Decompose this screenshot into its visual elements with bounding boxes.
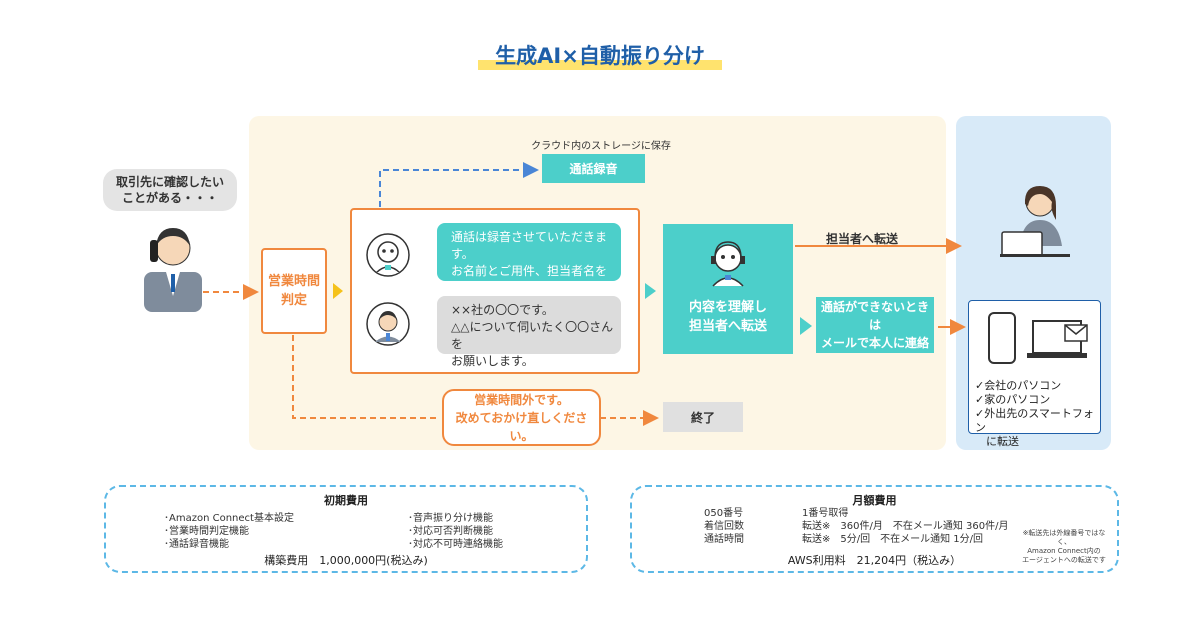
caller-speech-bubble: 取引先に確認したい ことがある・・・ <box>103 169 237 211</box>
list-item: ･対応不可時連絡機能 <box>408 539 503 550</box>
page-title: 生成AI×自動振り分け <box>495 44 705 68</box>
row-label: 050番号 <box>704 508 744 519</box>
transfer-label: 担当者へ転送 <box>826 232 899 246</box>
devices-box: ✓会社のパソコン ✓家のパソコン ✓外出先のスマートフォン に転送 <box>968 300 1101 448</box>
monthly-cost-labels: 050番号 着信回数 通話時間 <box>704 507 744 546</box>
monthly-cost-heading: 月額費用 <box>852 494 897 507</box>
row-value: 転送※ 5分/回 不在メール通知 1分/回 <box>802 534 984 545</box>
triangle-teal-2 <box>800 317 812 335</box>
robot-headset-icon <box>711 241 745 287</box>
staff-member-icon <box>1000 186 1070 257</box>
business-hours-check: 営業時間 判定 <box>261 248 327 334</box>
monthly-cost-box: 月額費用 050番号 着信回数 通話時間 1番号取得 転送※ 360件/月 不在… <box>630 485 1119 573</box>
ai-transfer-label: 内容を理解し 担当者へ転送 <box>688 300 767 334</box>
list-item: ･対応可否判断機能 <box>408 526 493 537</box>
row-label: 着信回数 <box>704 521 744 532</box>
ai-robot-avatar-icon <box>366 233 410 277</box>
monthly-cost-values: 1番号取得 転送※ 360件/月 不在メール通知 360件/月 転送※ 5分/回… <box>802 507 1008 546</box>
to-recording-arrow <box>379 162 539 207</box>
initial-cost-right-list: ･音声振り分け機能 ･対応可否判断機能 ･対応不可時連絡機能 <box>408 512 503 551</box>
destination-company-pc: ✓会社のパソコン <box>975 379 1062 392</box>
after-hours-line <box>292 335 438 419</box>
caller-avatar-icon <box>366 302 410 346</box>
storage-label: クラウド内のストレージに保存 <box>531 141 671 152</box>
row-label: 通話時間 <box>704 534 744 545</box>
end-box: 終了 <box>663 402 743 432</box>
title-highlight <box>478 60 722 70</box>
destination-home-pc: ✓家のパソコン <box>975 393 1051 406</box>
initial-cost-box: 初期費用 ･Amazon Connect基本設定 ･営業時間判定機能 ･通話録音… <box>104 485 588 573</box>
destination-smartphone: ✓外出先のスマートフォン に転送 <box>975 407 1094 448</box>
list-item: ･音声振り分け機能 <box>408 513 493 524</box>
transfer-note: ※転送先は外線番号ではなく、 Amazon Connect内の エージェントへの… <box>1022 529 1106 564</box>
row-value: 転送※ 360件/月 不在メール通知 360件/月 <box>802 521 1009 532</box>
triangle-yellow <box>333 283 343 299</box>
ai-greeting-bubble: 通話は録音させていただきます。 お名前とご用件、担当者名を お話ください。 <box>437 223 621 295</box>
list-item: ･通話録音機能 <box>164 539 229 550</box>
businessman-caller-icon <box>144 228 202 312</box>
initial-cost-heading: 初期費用 <box>324 494 368 507</box>
caller-reply-bubble: ××社の〇〇です。 △△について伺いたく〇〇さんを お願いします。 <box>437 296 621 368</box>
ai-transfer-box: 内容を理解し 担当者へ転送 <box>663 224 793 354</box>
fallback-mail-box: 通話ができないときは メールで本人に連絡 <box>816 297 934 353</box>
row-value: 1番号取得 <box>802 508 849 519</box>
triangle-teal-1 <box>645 283 656 299</box>
initial-cost-total: 構築費用 1,000,000円(税込み) <box>264 554 428 567</box>
recording-box: 通話録音 <box>542 154 645 183</box>
list-item: ･営業時間判定機能 <box>164 526 249 537</box>
after-hours-box: 営業時間外です。 改めておかけ直しください。 <box>442 389 601 446</box>
monthly-cost-total: AWS利用料 21,204円（税込み） <box>787 554 962 567</box>
initial-cost-left-list: ･Amazon Connect基本設定 ･営業時間判定機能 ･通話録音機能 <box>164 512 294 551</box>
list-item: ･Amazon Connect基本設定 <box>164 513 294 524</box>
smartphone-laptop-mail-icon <box>988 312 1088 364</box>
